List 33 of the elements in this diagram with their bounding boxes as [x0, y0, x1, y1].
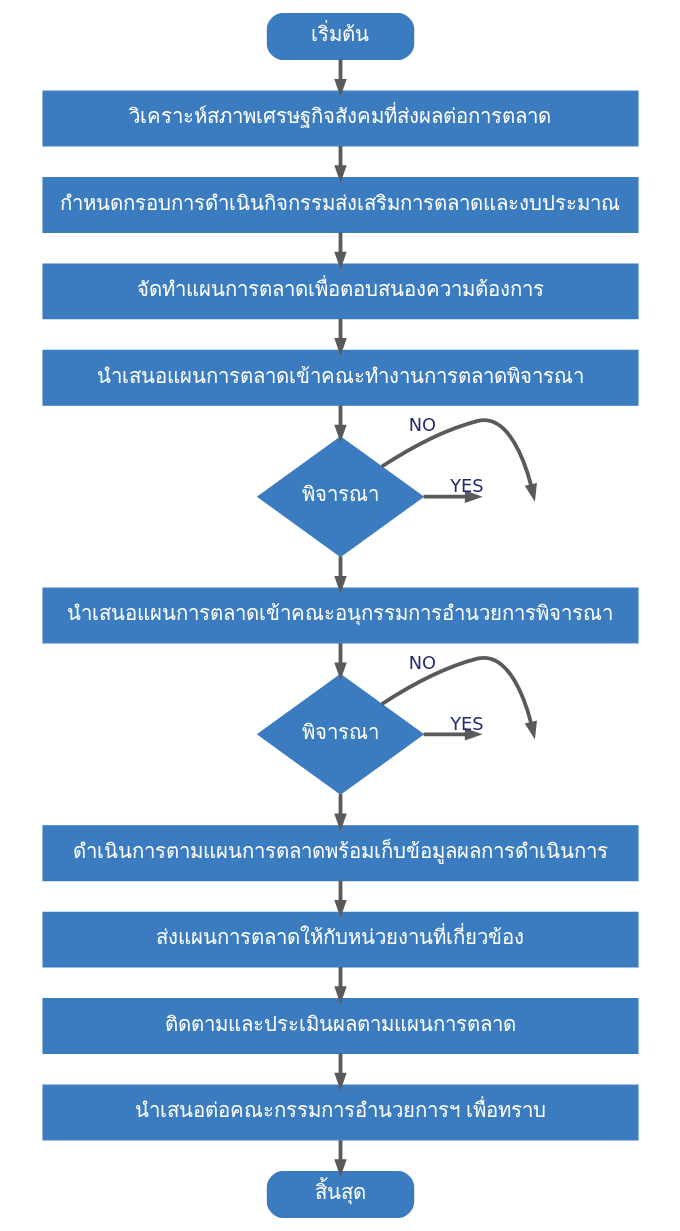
edge-label: NO [408, 414, 436, 436]
arrow [333, 145, 347, 184]
node-box: จัดทำแผนการตลาดเพื่อตอบสนองความต้องการ [41, 263, 639, 320]
arrow [333, 1053, 347, 1091]
node-box: เริ่มต้น [266, 13, 414, 61]
arrow [333, 794, 347, 832]
arrow [423, 728, 483, 741]
arrow [333, 880, 347, 918]
arrow [380, 418, 537, 502]
node-box: กำหนดกรอบการดำเนินกิจกรรมส่งเสริมการตลาดและงบประมาณ [41, 177, 639, 233]
edge-label: YES [449, 474, 484, 496]
arrow [423, 490, 483, 503]
node-box: ดำเนินการตามแผนการตลาดพร้อมเก็บข้อมูลผลการดำเนินการ [41, 825, 639, 882]
node-box: นำเสนอต่อคณะกรรมการอำนวยการฯ เพื่อทราบ [41, 1084, 639, 1141]
node-box: ส่งแผนการตลาดให้กับหน่วยงานที่เกี่ยวข้อง [41, 911, 639, 968]
arrow [333, 318, 347, 356]
edge-label: NO [408, 651, 436, 673]
arrow [333, 556, 347, 594]
node-box: นำเสนอแผนการตลาดเข้าคณะทำงานการตลาดพิจารณา [41, 349, 639, 406]
node-box: วิเคราะห์สภาพเศรษฐกิจสังคมที่ส่งผลต่อการตลาด [41, 90, 639, 147]
arrow [333, 59, 347, 97]
node-box: นำเสนอแผนการตลาดเข้าคณะอนุกรรมการอำนวยการพิจารณา [41, 587, 639, 644]
arrow [333, 643, 347, 681]
arrow [380, 656, 537, 740]
arrow [333, 405, 347, 443]
node-diamond: พิจารณา [256, 436, 424, 558]
arrow [333, 232, 347, 270]
node-box: ติดตามและประเมินผลตามแผนการตลาด [41, 998, 639, 1054]
edge-label: YES [449, 712, 484, 734]
node-diamond: พิจารณา [256, 673, 424, 795]
arrow [333, 1140, 347, 1178]
node-box: สิ้นสุด [266, 1170, 414, 1218]
arrow [333, 966, 347, 1005]
